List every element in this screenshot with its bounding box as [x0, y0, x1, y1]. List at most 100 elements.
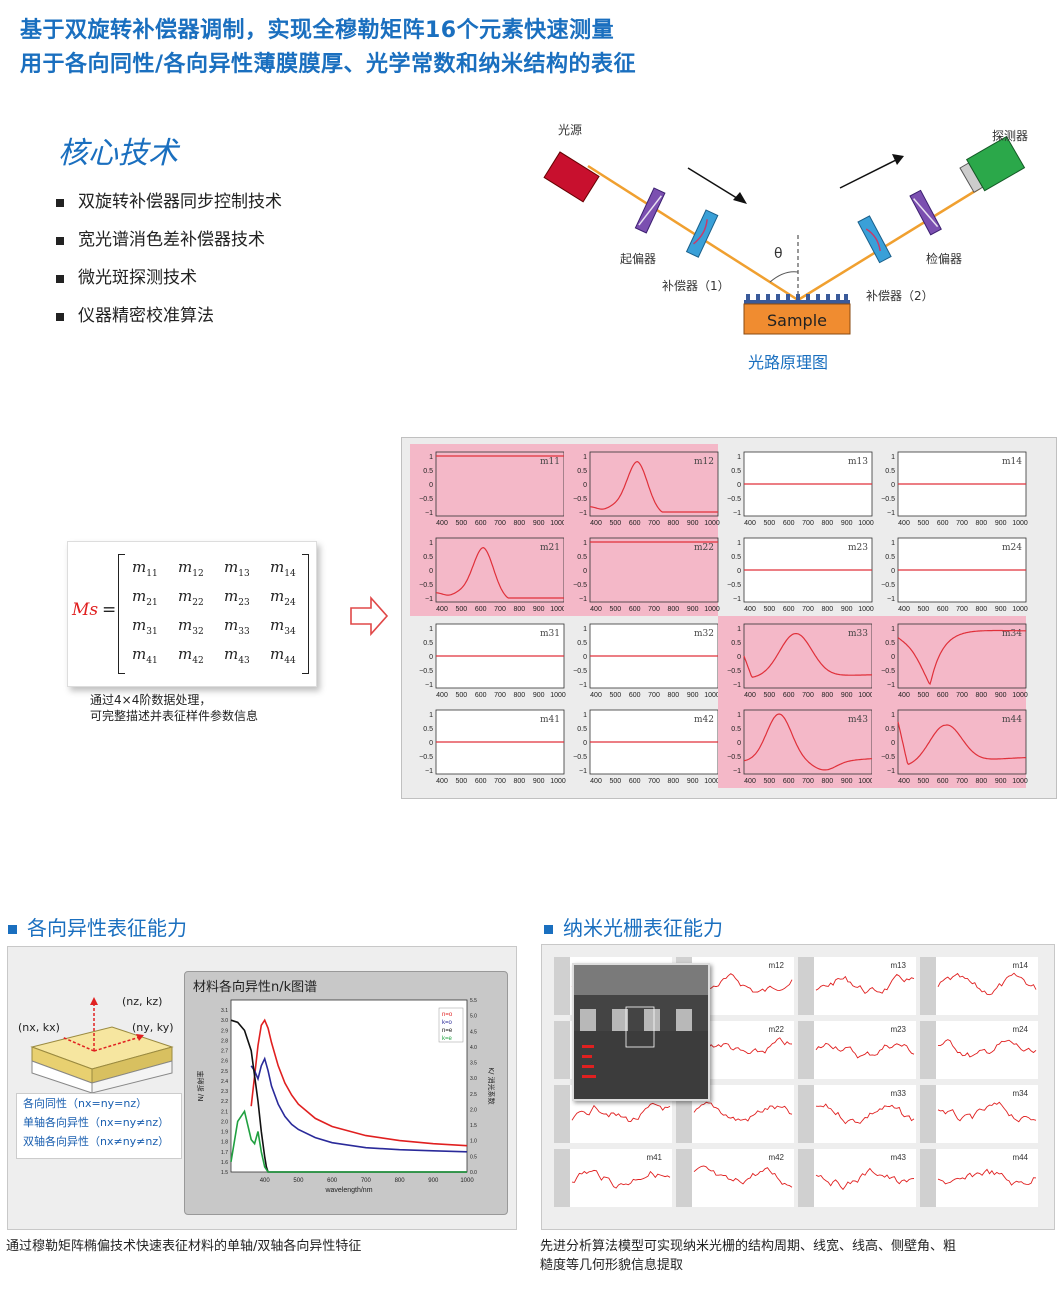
y2-tick-label: 5.0 — [470, 1014, 477, 1020]
x-tick-label: 800 — [821, 778, 833, 785]
matrix-element: m12 — [178, 558, 204, 579]
x-tick-label: 700 — [494, 692, 506, 699]
sem-image — [572, 963, 710, 1101]
headline-line-1: 基于双旋转补偿器调制，实现全穆勒矩阵16个元素快速测量 — [20, 18, 615, 43]
x-tick-label: 500 — [763, 692, 775, 699]
element-label: m44 — [1002, 715, 1022, 725]
x-tick-label: 1000 — [550, 692, 566, 699]
y-tick-label: 0.5 — [577, 726, 587, 733]
y2-tick-label: 3.5 — [470, 1061, 477, 1067]
y-tick-label: 2.0 — [221, 1119, 228, 1125]
element-label: m21 — [540, 543, 560, 553]
plot-area — [743, 709, 873, 775]
x-tick-label: 800 — [667, 520, 679, 527]
y-tick-label: −1 — [579, 682, 587, 689]
matrix-left-bracket — [118, 554, 125, 674]
x-tick-label: 500 — [609, 520, 621, 527]
nk-chart-title: 材料各向异性n/k图谱 — [193, 980, 318, 995]
x-tick-label: 800 — [821, 520, 833, 527]
element-curve — [435, 546, 564, 599]
matrix-note-line-2: 可完整描述并表征样件参数信息 — [90, 709, 259, 723]
x-tick-label: 600 — [937, 520, 949, 527]
matrix-note: 通过4×4阶数据处理， 可完整描述并表征样件参数信息 — [90, 692, 258, 724]
incident-beam — [587, 164, 799, 302]
x-tick-label: 500 — [455, 520, 467, 527]
grating-axis-strip — [676, 1149, 692, 1207]
grating-curve — [815, 1103, 915, 1125]
x-tick-label: 700 — [361, 1178, 372, 1184]
x-tick-label: 400 — [898, 606, 910, 613]
y2-tick-label: 0.0 — [470, 1170, 477, 1176]
x-tick-label: 400 — [898, 778, 910, 785]
y-tick-label: −0.5 — [573, 668, 587, 675]
x-tick-label: 700 — [956, 692, 968, 699]
x-tick-label: 400 — [590, 778, 602, 785]
grating-plot — [554, 1149, 672, 1207]
x-tick-label: 700 — [494, 778, 506, 785]
x-tick-label: 600 — [783, 692, 795, 699]
matrix-element: m21 — [132, 587, 158, 608]
y-tick-label: 0.5 — [577, 468, 587, 475]
y-tick-label: 2.2 — [221, 1099, 228, 1105]
x-tick-label: 1000 — [858, 692, 874, 699]
grating-element-label: m43 — [890, 1153, 906, 1162]
core-tech-list: 双旋转补偿器同步控制技术 宽光谱消色差补偿器技术 微光斑探测技术 仪器精密校准算… — [56, 188, 282, 340]
y-tick-label: −0.5 — [881, 582, 895, 589]
element-label: m33 — [848, 629, 868, 639]
grating-caption-line-2: 糙度等几何形貌信息提取 — [540, 1258, 684, 1273]
incident-direction-arrow — [687, 167, 741, 201]
y-tick-label: −1 — [887, 510, 895, 517]
grating-curve — [937, 972, 1037, 996]
x-tick-label: 700 — [802, 520, 814, 527]
y-tick-label: 3.1 — [221, 1008, 228, 1014]
x-tick-label: 400 — [744, 606, 756, 613]
grating-curve — [815, 1042, 915, 1059]
x-tick-label: 600 — [937, 606, 949, 613]
y2-tick-label: 4.5 — [470, 1029, 477, 1035]
y-tick-label: −0.5 — [881, 496, 895, 503]
element-label: m41 — [540, 715, 560, 725]
x-tick-label: 700 — [494, 606, 506, 613]
y-tick-label: 1 — [737, 540, 741, 547]
y-tick-label: −1 — [425, 768, 433, 775]
matrix-element: m33 — [224, 616, 250, 637]
matrix-element: m14 — [270, 558, 296, 579]
grating-plot-area — [814, 957, 916, 1015]
ny-label: (ny, ky) — [132, 1021, 174, 1034]
x-tick-label: 600 — [475, 778, 487, 785]
x-tick-label: 900 — [687, 778, 699, 785]
y-tick-label: −1 — [887, 682, 895, 689]
x-tick-label: 500 — [609, 606, 621, 613]
y-tick-label: 1 — [737, 626, 741, 633]
reflected-direction-arrow — [839, 159, 897, 189]
grating-axis-strip — [798, 1085, 814, 1143]
y-tick-label: 2.1 — [221, 1109, 228, 1115]
y-tick-label: 1.7 — [221, 1150, 228, 1156]
x-tick-label: 700 — [648, 520, 660, 527]
compensator-1-label: 补偿器（1） — [662, 279, 730, 293]
x-tick-label: 1000 — [550, 778, 566, 785]
x-tick-label: 800 — [395, 1178, 406, 1184]
y-tick-label: 0.5 — [423, 468, 433, 475]
series-legend-item: n=o — [442, 1012, 453, 1018]
x-tick-label: 600 — [783, 606, 795, 613]
grating-plot-area — [936, 1085, 1038, 1143]
x-tick-label: 400 — [590, 692, 602, 699]
matrix-element: m11 — [132, 558, 158, 579]
grating-element-label: m23 — [890, 1025, 906, 1034]
analyzer-label: 检偏器 — [926, 252, 963, 266]
y-tick-label: 1 — [583, 712, 587, 719]
sample-label: Sample — [767, 311, 827, 330]
grating-plot-area — [814, 1085, 916, 1143]
x-tick-label: 400 — [436, 606, 448, 613]
y-tick-label: 1 — [891, 626, 895, 633]
bullet-square-icon — [56, 275, 64, 283]
y-tick-label: 0.5 — [731, 726, 741, 733]
x-tick-label: 400 — [590, 606, 602, 613]
x-tick-label: 1000 — [460, 1178, 474, 1184]
y-tick-label: −1 — [887, 768, 895, 775]
